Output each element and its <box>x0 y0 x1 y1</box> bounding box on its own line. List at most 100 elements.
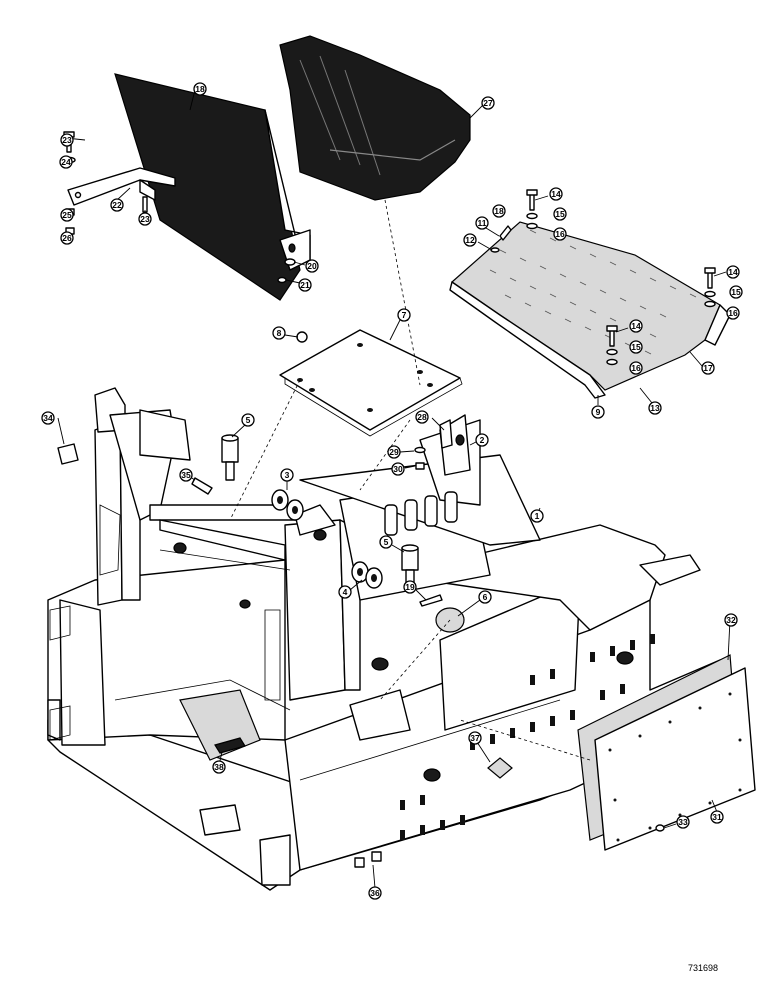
svg-text:9: 9 <box>596 407 601 417</box>
callout-15-right: 15 <box>729 285 743 299</box>
seat <box>279 35 471 201</box>
callout-14-upper: 14 <box>549 187 563 201</box>
callout-33: 33 <box>676 815 690 829</box>
seat-back-plate <box>114 73 311 301</box>
svg-text:14: 14 <box>631 321 641 331</box>
callout-1: 1 <box>530 509 544 523</box>
svg-text:27: 27 <box>483 98 493 108</box>
callout-19: 19 <box>403 580 417 594</box>
svg-text:34: 34 <box>43 413 53 423</box>
svg-text:32: 32 <box>726 615 736 625</box>
callout-2: 2 <box>475 433 489 447</box>
svg-text:38: 38 <box>214 762 224 772</box>
svg-text:28: 28 <box>417 412 427 422</box>
callout-11: 11 <box>475 216 489 230</box>
callout-5-lower: 5 <box>379 535 393 549</box>
callout-23-bolt: 23 <box>60 133 74 147</box>
callout-15-lower: 15 <box>629 340 643 354</box>
svg-text:24: 24 <box>61 157 71 167</box>
callout-21: 21 <box>298 278 312 292</box>
svg-text:23: 23 <box>62 135 72 145</box>
svg-text:1: 1 <box>535 511 540 521</box>
callout-36: 36 <box>368 886 382 900</box>
svg-text:16: 16 <box>555 229 565 239</box>
callout-16-lower: 16 <box>629 361 643 375</box>
svg-text:3: 3 <box>285 470 290 480</box>
callout-14-lower: 14 <box>629 319 643 333</box>
callout-15-upper: 15 <box>553 207 567 221</box>
svg-text:17: 17 <box>703 363 713 373</box>
svg-text:36: 36 <box>370 888 380 898</box>
callout-24: 24 <box>59 155 73 169</box>
callout-16-right: 16 <box>726 306 740 320</box>
svg-text:5: 5 <box>246 415 251 425</box>
callout-6: 6 <box>478 590 492 604</box>
svg-text:20: 20 <box>307 261 317 271</box>
callout-17: 17 <box>701 361 715 375</box>
callout-8: 8 <box>272 326 286 340</box>
svg-text:15: 15 <box>631 342 641 352</box>
svg-text:37: 37 <box>470 733 480 743</box>
callout-34: 34 <box>41 411 55 425</box>
callout-23-bracket: 23 <box>138 212 152 226</box>
floor-plate <box>449 221 731 399</box>
callout-27: 27 <box>481 96 495 110</box>
callout-31: 31 <box>710 810 724 824</box>
svg-text:14: 14 <box>551 189 561 199</box>
svg-text:26: 26 <box>62 233 72 243</box>
svg-text:2: 2 <box>480 435 485 445</box>
callout-20: 20 <box>305 259 319 273</box>
side-cover-plates <box>577 654 756 851</box>
callout-28: 28 <box>415 410 429 424</box>
svg-text:31: 31 <box>712 812 722 822</box>
svg-text:15: 15 <box>731 287 741 297</box>
callout-37: 37 <box>468 731 482 745</box>
callout-25: 25 <box>60 208 74 222</box>
svg-text:11: 11 <box>478 218 487 228</box>
svg-text:15: 15 <box>555 209 565 219</box>
svg-text:14: 14 <box>728 267 738 277</box>
svg-text:18: 18 <box>494 206 504 216</box>
svg-text:7: 7 <box>402 310 407 320</box>
svg-text:33: 33 <box>678 817 688 827</box>
callout-22: 22 <box>110 198 124 212</box>
svg-text:35: 35 <box>181 470 191 480</box>
svg-text:4: 4 <box>343 587 348 597</box>
callout-29: 29 <box>387 445 401 459</box>
svg-text:21: 21 <box>300 280 310 290</box>
svg-text:6: 6 <box>483 592 488 602</box>
callout-leaders <box>57 89 731 889</box>
svg-text:12: 12 <box>465 235 475 245</box>
svg-text:19: 19 <box>405 582 415 592</box>
callout-16-upper: 16 <box>553 227 567 241</box>
callout-38: 38 <box>212 760 226 774</box>
callout-4: 4 <box>338 585 352 599</box>
svg-text:30: 30 <box>393 464 403 474</box>
svg-text:23: 23 <box>140 214 150 224</box>
svg-text:29: 29 <box>389 447 399 457</box>
callout-18-bolt: 18 <box>492 204 506 218</box>
callout-26: 26 <box>60 231 74 245</box>
callouts: 1 2 3 4 5 5 6 7 8 9 11 12 13 14 14 14 15… <box>41 82 743 900</box>
callout-13: 13 <box>648 401 662 415</box>
svg-text:22: 22 <box>112 200 122 210</box>
callout-30: 30 <box>391 462 405 476</box>
svg-text:5: 5 <box>384 537 389 547</box>
callout-14-right: 14 <box>726 265 740 279</box>
svg-text:25: 25 <box>62 210 72 220</box>
callout-12: 12 <box>463 233 477 247</box>
svg-text:16: 16 <box>728 308 738 318</box>
callout-35: 35 <box>179 468 193 482</box>
svg-text:8: 8 <box>277 328 282 338</box>
callout-18-backplate: 18 <box>193 82 207 96</box>
main-frame <box>47 387 721 891</box>
svg-text:13: 13 <box>650 403 660 413</box>
seat-bracket <box>67 167 176 206</box>
callout-9: 9 <box>591 405 605 419</box>
svg-text:18: 18 <box>195 84 205 94</box>
callout-32: 32 <box>724 613 738 627</box>
explode-lines <box>229 199 591 761</box>
seat-mount-plate <box>279 329 463 437</box>
drawing-number: 731698 <box>688 963 719 973</box>
